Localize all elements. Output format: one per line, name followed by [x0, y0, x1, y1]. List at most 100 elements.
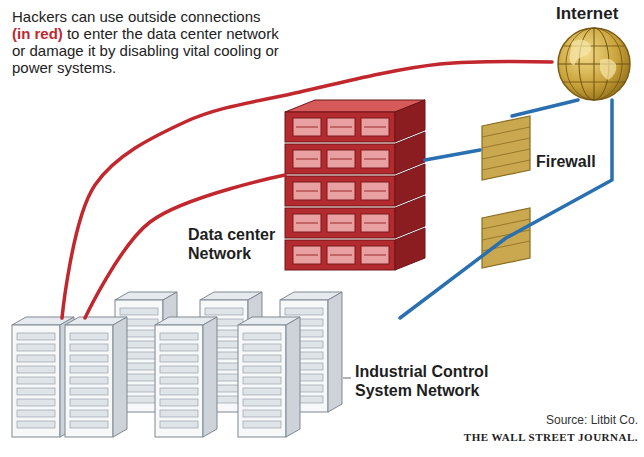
cabinet-slot	[17, 410, 55, 417]
cabinet-slot	[205, 308, 243, 315]
slab-front	[285, 176, 395, 206]
brick-lines	[482, 127, 530, 170]
firewall-wall	[482, 116, 530, 180]
leader-line	[343, 378, 351, 379]
cabinet-front	[238, 325, 286, 437]
cabinet-slot	[70, 377, 108, 384]
slab-front	[285, 144, 395, 174]
cabinet-slot	[243, 366, 281, 373]
cabinet-slot	[70, 366, 108, 373]
bay-slot	[296, 127, 318, 128]
cabinet-slot	[160, 344, 198, 351]
cabinet-slot	[17, 377, 55, 384]
network-node: Internet	[552, 0, 640, 100]
cabinet-slot	[243, 333, 281, 340]
globe-body	[558, 28, 630, 100]
server-stack	[285, 100, 425, 270]
bay-slot	[364, 255, 386, 256]
slab-front	[285, 208, 395, 238]
server-slab	[285, 228, 425, 270]
drive-bay	[327, 214, 355, 232]
bay-slot	[296, 159, 318, 160]
slab-front	[285, 112, 395, 142]
cabinet-slot	[17, 366, 55, 373]
cabinet-slot	[70, 410, 108, 417]
node-label: Industrial Control System Network	[355, 362, 515, 400]
cabinet-slot	[17, 355, 55, 362]
cabinet-slot	[160, 410, 198, 417]
cabinet-slot	[243, 377, 281, 384]
publisher-credit: THE WALL STREET JOURNAL.	[400, 431, 638, 444]
drive-bay	[293, 150, 321, 168]
cabinet-slot	[70, 355, 108, 362]
globe-icon	[558, 28, 630, 100]
server-cabinet	[65, 317, 127, 437]
source-note: Source: Litbit Co.	[500, 413, 638, 427]
drive-bay	[293, 246, 321, 264]
cabinet-front	[12, 325, 60, 437]
cabinet-slot	[160, 333, 198, 340]
slab-front	[285, 240, 395, 270]
cabinet-slot	[243, 344, 281, 351]
cabinet-slot	[160, 366, 198, 373]
drive-bay	[293, 182, 321, 200]
cabinet-slot	[17, 344, 55, 351]
bay-slot	[330, 255, 352, 256]
cabinet-side	[203, 317, 217, 437]
cabinet-slot	[160, 388, 198, 395]
cabinet-slot	[160, 377, 198, 384]
node-label: Firewall	[536, 152, 606, 171]
brick-lines	[482, 219, 530, 251]
bay-slot	[296, 191, 318, 192]
cabinet-side	[286, 317, 300, 437]
drive-bay	[361, 150, 389, 168]
drive-bay	[327, 118, 355, 136]
firewall-wall	[482, 116, 530, 180]
bay-slot	[330, 223, 352, 224]
bay-slot	[330, 127, 352, 128]
cabinet-slot	[243, 410, 281, 417]
bay-slot	[330, 191, 352, 192]
server-cabinet	[155, 317, 217, 437]
bay-slot	[296, 223, 318, 224]
cabinet-side	[328, 292, 342, 412]
highlight-text: (in red)	[12, 25, 63, 42]
cabinet-slot	[17, 388, 55, 395]
bay-slot	[330, 159, 352, 160]
drive-bay	[327, 150, 355, 168]
bay-slot	[364, 223, 386, 224]
note-block: Hackers can use outside connections(in r…	[12, 8, 280, 76]
cabinet-slot	[160, 399, 198, 406]
bay-slot	[364, 159, 386, 160]
node-label: Internet	[556, 4, 636, 23]
cabinet-slot	[160, 355, 198, 362]
bay-slot	[364, 191, 386, 192]
cabinet-slot	[70, 388, 108, 395]
drive-bay	[361, 118, 389, 136]
cabinet-slot	[243, 355, 281, 362]
cabinet-slot	[285, 308, 323, 315]
cabinet-side	[113, 317, 127, 437]
cabinet-front	[65, 325, 113, 437]
cabinet-slot	[17, 421, 55, 428]
drive-bay	[361, 246, 389, 264]
drive-bay	[293, 214, 321, 232]
cabinet-slot	[70, 333, 108, 340]
network-link	[400, 100, 612, 318]
slab-side	[395, 228, 425, 270]
bay-slot	[296, 255, 318, 256]
server-cabinet	[238, 317, 300, 437]
cabinet-slot	[70, 399, 108, 406]
network-node: Industrial Control System Network	[0, 318, 515, 452]
drive-bay	[327, 246, 355, 264]
cabinet-slot	[70, 421, 108, 428]
server-slab	[285, 164, 425, 206]
drive-bay	[293, 118, 321, 136]
attack-connection	[85, 175, 285, 318]
cabinet-slot	[243, 388, 281, 395]
cabinet-front	[155, 325, 203, 437]
network-node: Firewall	[480, 116, 532, 180]
globe-parallel	[558, 64, 630, 65]
bay-slot	[364, 127, 386, 128]
